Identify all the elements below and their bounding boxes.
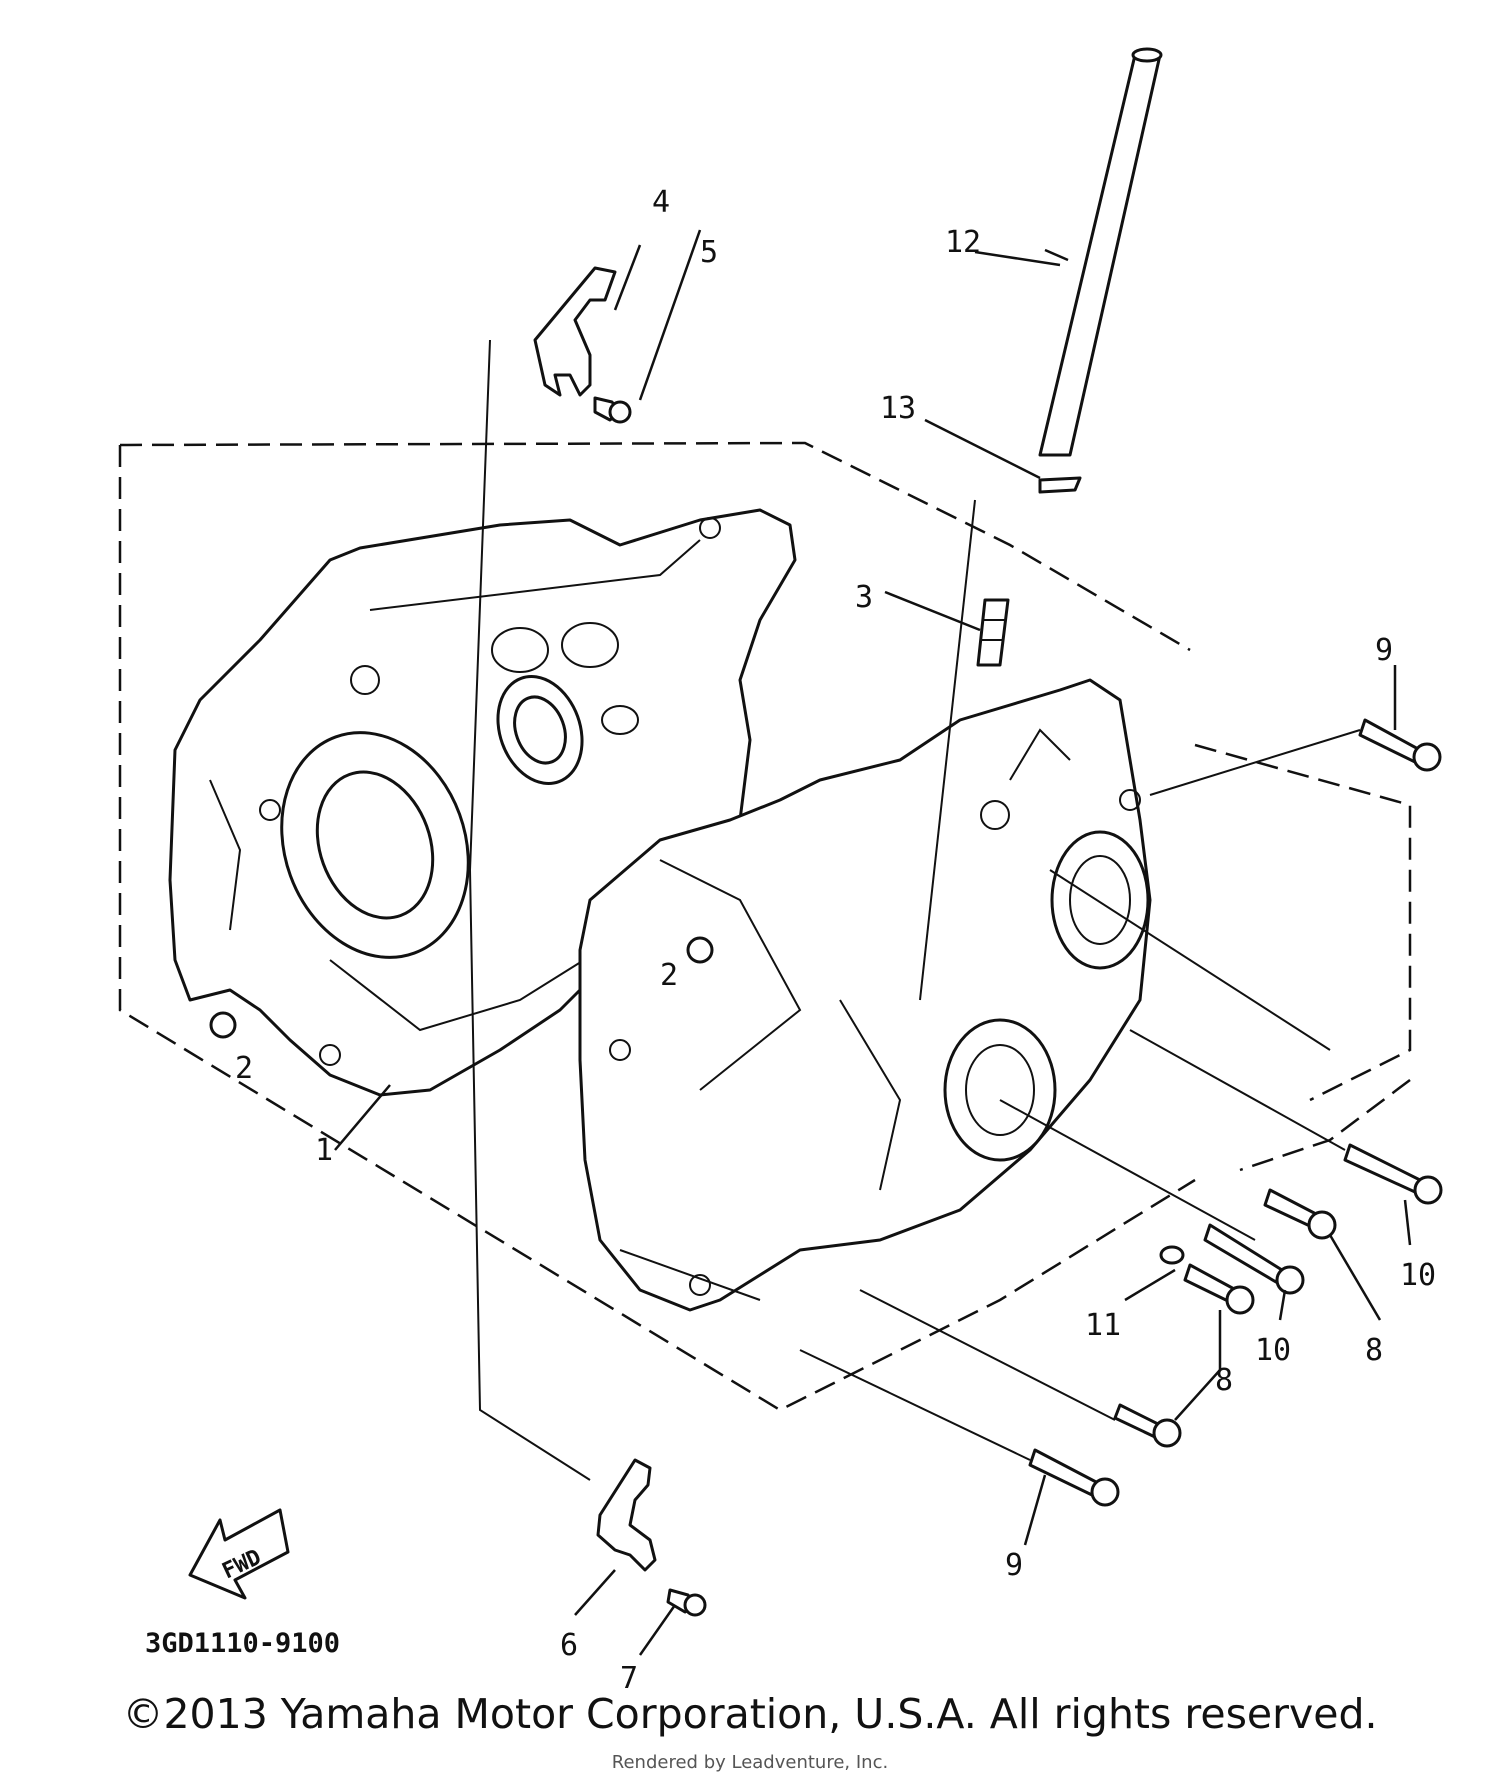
dowel-part-2a [686, 936, 714, 964]
leader-lines [334, 229, 1412, 1656]
rendered-by-credit: Rendered by Leadventure, Inc. [611, 1752, 889, 1773]
plate-part-6 [596, 1458, 657, 1572]
clip-part-13 [1038, 476, 1082, 494]
fitting-part-3 [976, 598, 1010, 667]
callout-7: 7 [620, 1661, 638, 1696]
callout-4: 4 [652, 185, 670, 220]
washer-part-11 [1159, 1245, 1185, 1265]
callout-2-right: 2 [660, 958, 678, 993]
callout-10-middle: 10 [1255, 1333, 1291, 1368]
hose-part-12 [1038, 47, 1163, 457]
bolt-part-10-right [1343, 1143, 1443, 1205]
callout-9-lower: 9 [1005, 1548, 1023, 1583]
callout-10-right: 10 [1400, 1258, 1436, 1293]
callout-12: 12 [945, 225, 981, 260]
bolt-part-8-right [1263, 1188, 1337, 1240]
bolt-part-9-upper [1358, 718, 1442, 772]
callout-11: 11 [1085, 1308, 1121, 1343]
callout-3: 3 [855, 580, 873, 615]
bolt-part-8-lower [1113, 1403, 1182, 1448]
right-crankcase [578, 678, 1152, 1312]
plate-part-4 [533, 266, 617, 397]
callout-2-left: 2 [235, 1051, 253, 1086]
bolt-part-8-middle [1183, 1263, 1255, 1315]
fwd-arrow-icon: FWD [188, 1508, 290, 1600]
dowel-part-2b [209, 1011, 237, 1039]
callout-9-upper: 9 [1375, 633, 1393, 668]
assembly-outline [118, 441, 1412, 1412]
screw-part-7 [666, 1588, 707, 1617]
callout-1: 1 [315, 1133, 333, 1168]
callout-8-right: 8 [1365, 1333, 1383, 1368]
callout-13: 13 [880, 391, 916, 426]
bolt-part-9-lower [1028, 1448, 1120, 1507]
copyright-notice: ©2013 Yamaha Motor Corporation, U.S.A. A… [122, 1690, 1378, 1738]
diagram-code: 3GD1110-9100 [145, 1628, 340, 1659]
bolt-part-10-middle [1203, 1223, 1305, 1295]
left-crankcase [168, 508, 797, 1097]
callout-labels: 1 2 2 3 4 5 6 7 8 8 9 9 10 10 11 12 13 [235, 185, 1436, 1696]
screw-part-5 [593, 396, 632, 424]
callout-6: 6 [560, 1628, 578, 1663]
callout-5: 5 [700, 235, 718, 270]
callout-8-lower: 8 [1215, 1363, 1233, 1398]
